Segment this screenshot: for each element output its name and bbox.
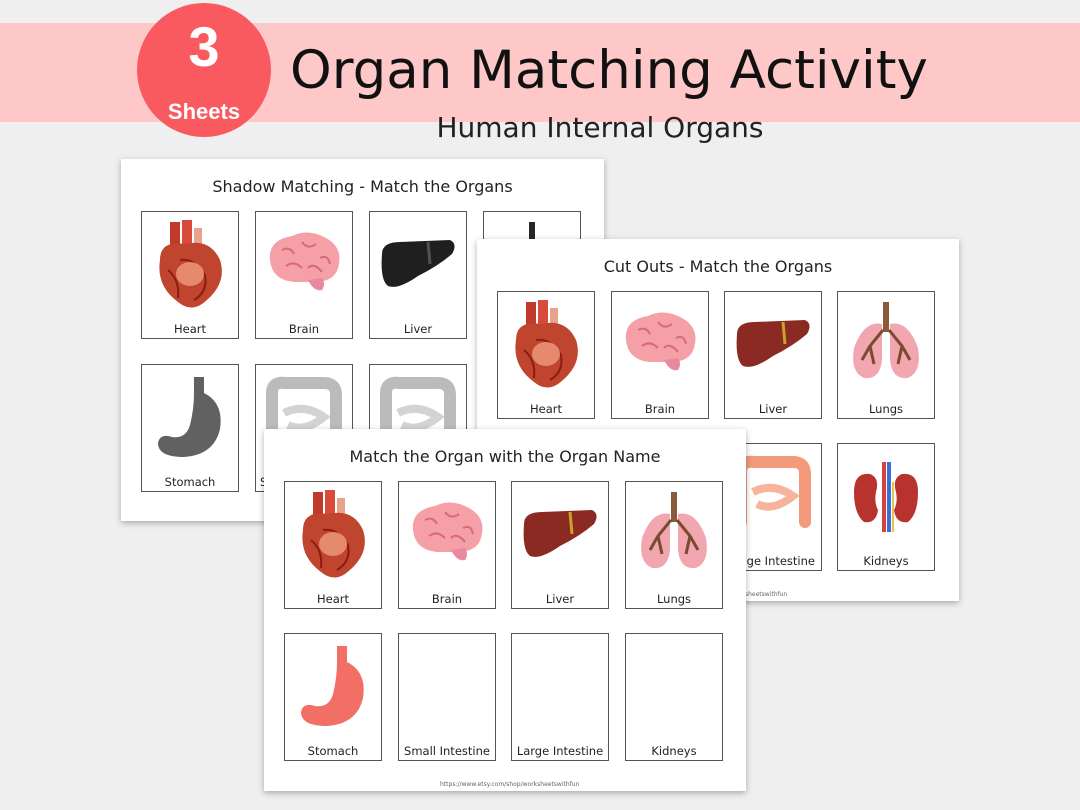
card-small-intestine-blank: Small Intestine [398, 633, 496, 761]
card-label: Heart [529, 402, 562, 416]
lungs-icon [634, 490, 714, 580]
card-label: Brain [431, 592, 463, 606]
footer-url: sheetswithfun [745, 591, 788, 598]
card-label: Stomach [164, 475, 216, 489]
card-label: Heart [316, 592, 349, 606]
card-label: Lungs [656, 592, 692, 606]
brain-icon [264, 220, 344, 310]
kidneys-icon [846, 452, 926, 542]
brain-icon [407, 490, 487, 580]
card-label: Liver [403, 322, 433, 336]
card-label: Stomach [307, 744, 359, 758]
card-label: Small Intestine [404, 744, 490, 758]
card-brain: Brain [398, 481, 496, 609]
card-kidneys: Kidneys [837, 443, 935, 571]
heart-shadow-icon [150, 220, 230, 310]
card-label: ge Intestine [746, 554, 815, 568]
card-label: Large Intestine [516, 744, 604, 758]
badge-number: 3 [188, 15, 220, 78]
liver-icon [520, 490, 600, 580]
card-label: Liver [545, 592, 575, 606]
card-label: Liver [758, 402, 788, 416]
footer-url: https://www.etsy.com/shop/worksheetswith… [440, 781, 580, 788]
card-label: Brain [644, 402, 676, 416]
page-subtitle: Human Internal Organs [436, 111, 764, 144]
stomach-shadow-icon [150, 373, 230, 463]
card-brain: Brain [255, 211, 353, 339]
card-label: Lungs [868, 402, 904, 416]
card-heart: Heart [497, 291, 595, 419]
card-lungs: Lungs [837, 291, 935, 419]
sheet-title: Shadow Matching - Match the Organs [212, 177, 513, 196]
card-liver: Liver [511, 481, 609, 609]
sheet-title: Cut Outs - Match the Organs [603, 257, 833, 276]
card-kidneys-blank: Kidneys [625, 633, 723, 761]
heart-icon [506, 300, 586, 390]
card-heart: Heart [284, 481, 382, 609]
liver-icon [733, 300, 813, 390]
card-label: Kidneys [651, 744, 697, 758]
card-liver: Liver [724, 291, 822, 419]
heart-icon [293, 490, 373, 580]
stomach-icon [293, 642, 373, 732]
card-large-intestine-blank: Large Intestine [511, 633, 609, 761]
page-title: Organ Matching Activity [290, 40, 928, 101]
card-label: Kidneys [863, 554, 909, 568]
card-label: Heart [173, 322, 206, 336]
liver-shadow-icon [378, 220, 458, 310]
badge-word: Sheets [167, 99, 241, 124]
card-label: Brain [288, 322, 320, 336]
card-stomach: Stomach [284, 633, 382, 761]
card-brain: Brain [611, 291, 709, 419]
match-name-sheet: Match the Organ with the Organ Name Hear… [264, 429, 746, 791]
card-lungs: Lungs [625, 481, 723, 609]
brain-icon [620, 300, 700, 390]
card-liver-shadow: Liver [369, 211, 467, 339]
lungs-icon [846, 300, 926, 390]
sheet-count-badge: 3 Sheets [137, 3, 271, 137]
sheet-title: Match the Organ with the Organ Name [349, 447, 661, 466]
card-stomach-shadow: Stomach [141, 364, 239, 492]
card-heart: Heart [141, 211, 239, 339]
